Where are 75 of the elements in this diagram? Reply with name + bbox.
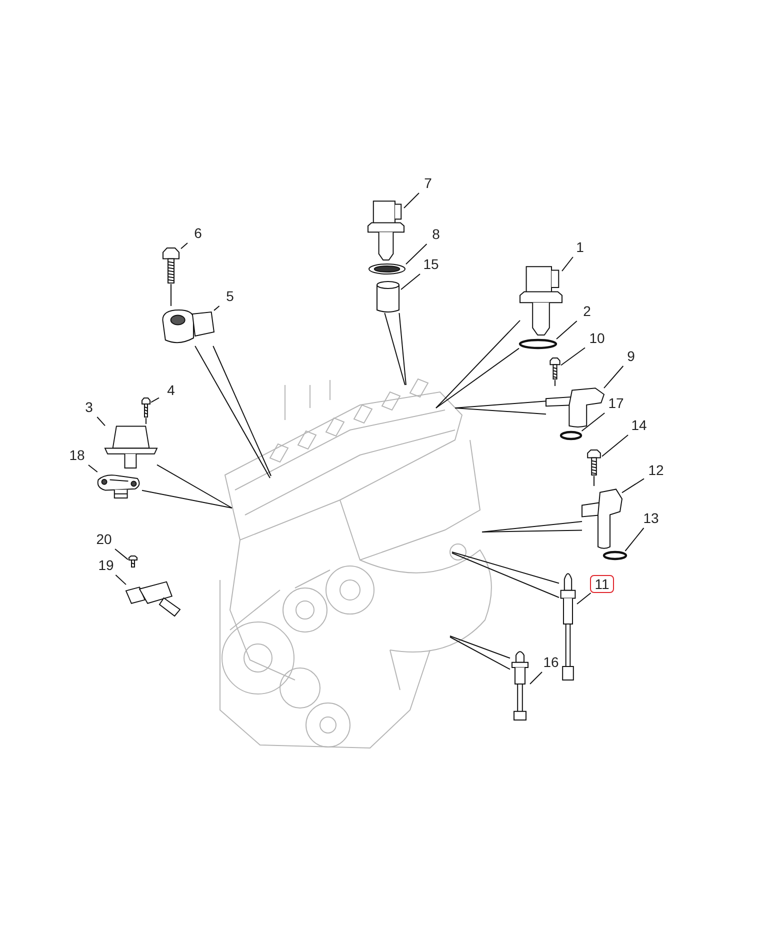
leader-line — [624, 528, 644, 552]
leader-line — [384, 312, 406, 386]
leader-line — [88, 464, 98, 472]
callout-number: 5 — [218, 288, 242, 306]
callout-number: 13 — [639, 510, 663, 528]
callout-number: 3 — [77, 399, 101, 417]
o-ring-drawing — [560, 431, 582, 440]
callout-number: 4 — [159, 382, 183, 400]
sensor-drawing — [126, 580, 180, 616]
callout-number: 19 — [94, 557, 118, 575]
sleeve-drawing — [375, 281, 401, 313]
leader-line — [530, 672, 542, 684]
bolt-drawing — [141, 398, 151, 418]
leader-line — [170, 284, 172, 306]
leader-line — [482, 520, 582, 532]
callout-number: 6 — [186, 225, 210, 243]
leader-line — [562, 256, 574, 272]
leader-line — [622, 478, 644, 494]
callout-number: 9 — [619, 348, 643, 366]
leader-line — [554, 380, 556, 386]
bolt-drawing — [161, 248, 181, 284]
leader-line — [406, 244, 428, 265]
callout-number: 2 — [575, 303, 599, 321]
leader-line — [436, 348, 520, 408]
leader-line — [212, 346, 272, 476]
leader-line — [114, 548, 128, 560]
callout-number: 8 — [424, 226, 448, 244]
leader-line — [450, 636, 510, 670]
leader-line — [482, 530, 582, 532]
leader-line — [400, 274, 420, 290]
leader-line — [194, 346, 270, 478]
o-ring-drawing — [519, 339, 557, 349]
leader-line — [96, 416, 106, 426]
leader-line — [576, 592, 592, 604]
leader-line — [602, 434, 629, 457]
leader-line — [604, 366, 624, 389]
sensor-drawing — [105, 424, 157, 468]
bolt-drawing — [549, 358, 561, 380]
o-ring-drawing — [603, 551, 627, 560]
bolt-drawing — [586, 450, 602, 476]
callout-number: 7 — [416, 175, 440, 193]
sensor-drawing — [368, 198, 404, 260]
leader-line — [180, 242, 188, 250]
bolt-drawing — [128, 556, 138, 568]
callout-number: 16 — [539, 654, 563, 672]
leader-line — [214, 306, 220, 311]
washer-drawing — [368, 263, 406, 275]
callout-number: 18 — [65, 447, 89, 465]
callout-number: 1 — [568, 239, 592, 257]
callout-number: 11 — [590, 575, 614, 593]
callout-number: 20 — [92, 531, 116, 549]
leader-line — [450, 636, 510, 659]
leader-line — [142, 490, 232, 508]
leader-line — [115, 574, 126, 586]
leader-line — [581, 412, 606, 432]
leader-line — [454, 408, 546, 415]
callout-number: 15 — [419, 256, 443, 274]
leader-line — [156, 464, 232, 508]
callout-number: 12 — [644, 462, 668, 480]
oxygen-sensor-drawing — [510, 648, 530, 720]
leader-line — [150, 397, 160, 403]
callout-number: 10 — [585, 330, 609, 348]
sensor-drawing — [96, 472, 142, 498]
leader-line — [556, 320, 578, 340]
leader-line — [452, 552, 560, 598]
callout-number: 14 — [627, 417, 651, 435]
leader-line — [404, 192, 420, 208]
leader-line — [398, 312, 406, 386]
sensor-drawing — [520, 263, 562, 335]
leader-line — [560, 347, 586, 366]
leader-line — [436, 320, 520, 408]
sensor-drawing — [582, 486, 622, 550]
leader-line — [452, 552, 560, 584]
sensor-drawing — [546, 386, 604, 428]
callout-number: 17 — [604, 395, 628, 413]
